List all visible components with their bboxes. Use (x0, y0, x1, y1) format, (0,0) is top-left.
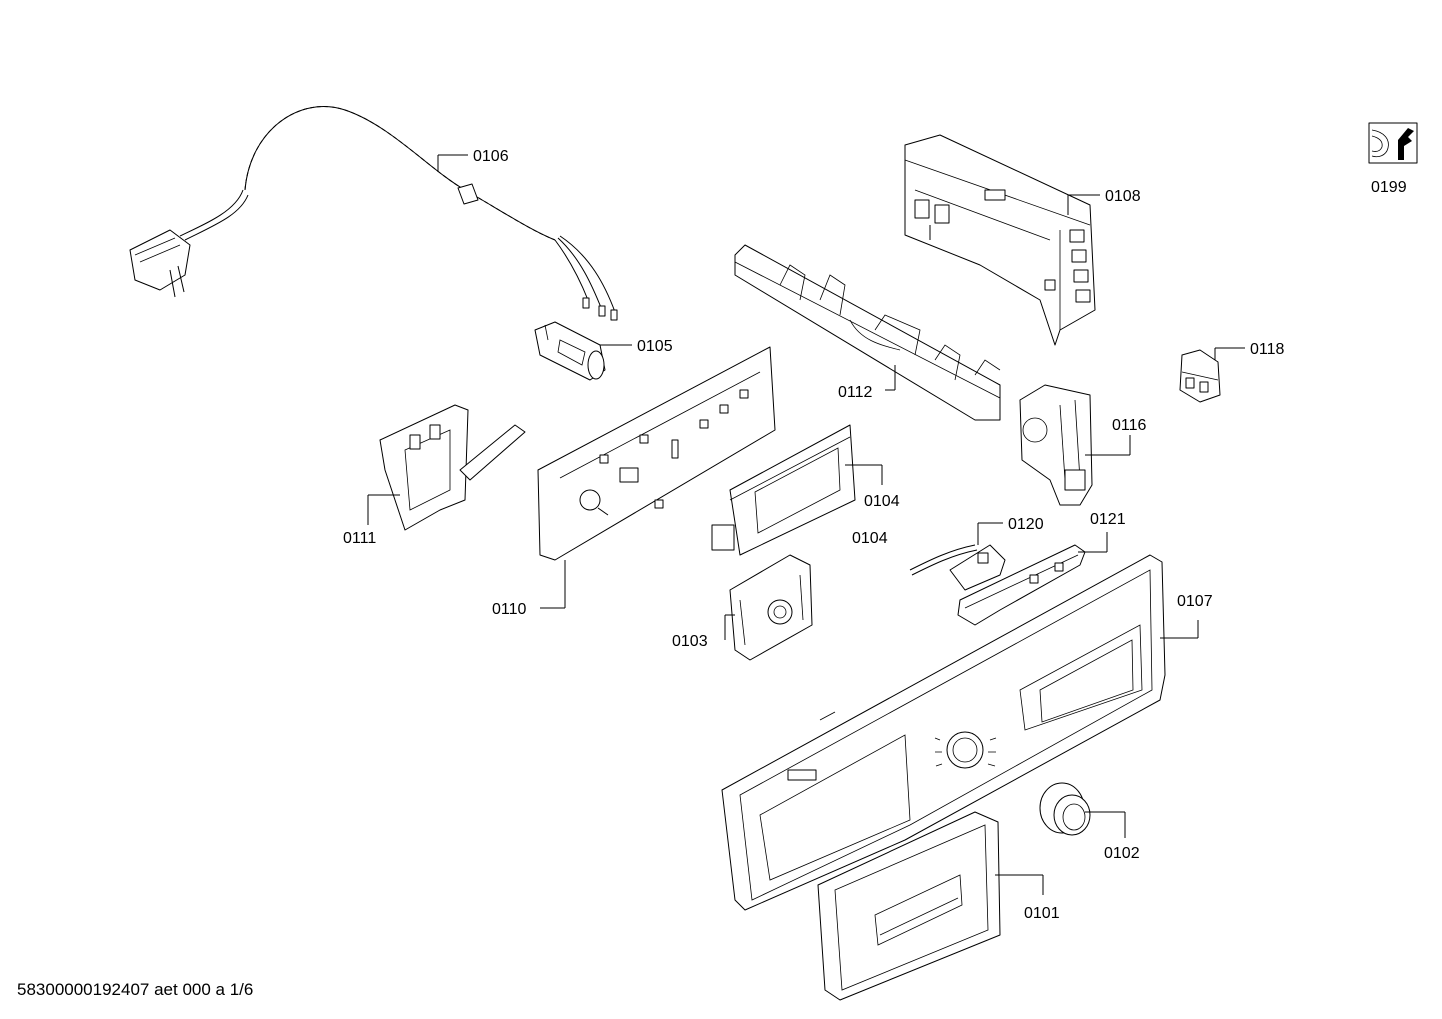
label-0121: 0121 (1090, 511, 1126, 528)
label-0106: 0106 (473, 148, 509, 165)
label-0116: 0116 (1112, 417, 1147, 434)
control-pcb-part (537, 346, 776, 561)
label-0110: 0110 (492, 601, 527, 618)
interference-filter-part (534, 321, 606, 381)
label-0102: 0102 (1104, 845, 1140, 862)
selector-knob-part (1039, 782, 1091, 836)
cable-sensor-part (909, 544, 1006, 591)
drawing-number-footer: 58300000192407 aet 000 a 1/6 (17, 980, 254, 999)
cable-holder-rail-part (734, 244, 1001, 421)
wrench-service-icon (1368, 122, 1418, 164)
label-0104-a: 0104 (864, 493, 900, 510)
display-module-part (711, 424, 856, 556)
label-0120: 0120 (1008, 516, 1044, 533)
support-bracket-part (379, 404, 526, 531)
label-0108: 0108 (1105, 188, 1141, 205)
label-0111: 0111 (343, 530, 376, 547)
led-bar-part (957, 544, 1086, 626)
label-0104-b: 0104 (852, 530, 888, 547)
electronic-module-part (904, 134, 1096, 346)
label-0101: 0101 (1024, 905, 1060, 922)
label-0118: 0118 (1250, 341, 1285, 358)
control-panel-fascia-part (721, 554, 1166, 911)
label-0107: 0107 (1177, 593, 1213, 610)
label-0105: 0105 (637, 338, 673, 355)
power-cord-part (129, 106, 618, 321)
connector-part (1179, 349, 1221, 403)
label-0112: 0112 (838, 384, 873, 401)
label-0199: 0199 (1371, 179, 1407, 196)
drawer-handle-part (817, 811, 1001, 1001)
selector-knob-holder-part (729, 554, 813, 661)
module-holder-part (1019, 384, 1093, 506)
label-0103: 0103 (672, 633, 708, 650)
